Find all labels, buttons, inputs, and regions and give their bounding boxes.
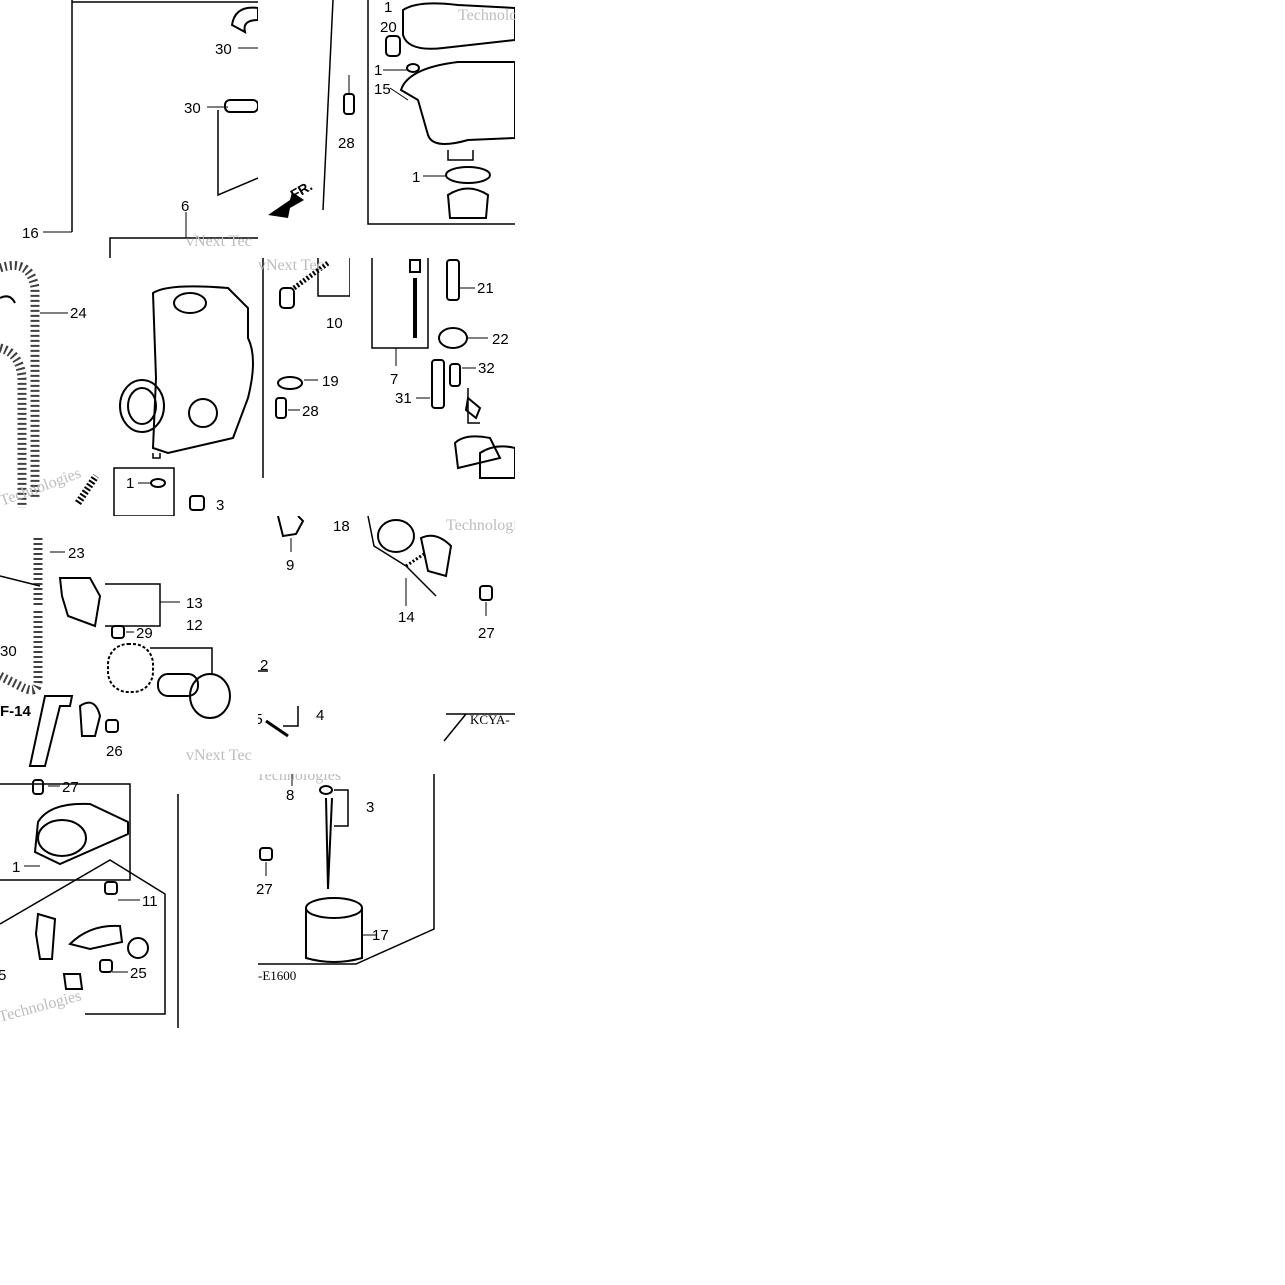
label-8: 8 bbox=[286, 787, 294, 804]
throttle-drawing: 23 13 29 12 30 F-14 26 vNext Tec bbox=[0, 538, 252, 767]
top-cap-drawing: 27 1 1 11 5 25 Technologies bbox=[0, 779, 179, 1028]
label-3: 3 bbox=[366, 799, 374, 816]
label-25: 25 bbox=[258, 711, 263, 728]
float-bowl-tile: FR. 1 20 1 15 28 1 Technologies bbox=[258, 0, 515, 258]
label-6: 6 bbox=[181, 198, 189, 215]
throttle-shaft-drawing: 5 9 18 2 4 25 bbox=[258, 516, 350, 738]
label-30a: 30 bbox=[215, 41, 232, 58]
carb-top-cover-drawing: 30 30 6 16 vNext Tec bbox=[22, 0, 258, 258]
diagram-code: -E1600 bbox=[258, 968, 296, 983]
diagram-code: KCYA- bbox=[470, 712, 510, 727]
label-25: 25 bbox=[130, 965, 147, 982]
hose-tile: 24 Technologies bbox=[0, 258, 108, 516]
label-1a: 1 bbox=[384, 0, 392, 16]
label-31: 31 bbox=[395, 390, 412, 407]
throttle-tile: 23 13 29 12 30 F-14 26 vNext Tec bbox=[0, 516, 258, 774]
jet-needle-tile: 21 22 7 32 31 bbox=[350, 258, 515, 516]
label-28: 28 bbox=[302, 403, 319, 420]
label-2: 2 bbox=[260, 657, 268, 674]
needle-slide-drawing: 8 3 27 17 -E1600 Technologies bbox=[256, 774, 435, 983]
label-14: 14 bbox=[398, 609, 415, 626]
label-29: 29 bbox=[136, 625, 153, 642]
label-12: 12 bbox=[186, 617, 203, 634]
watermark-text: Technologies bbox=[446, 517, 515, 534]
label-27: 27 bbox=[478, 625, 495, 642]
label-32: 32 bbox=[478, 360, 495, 377]
top-cap-tile: 27 1 1 11 5 25 Technologies bbox=[0, 774, 180, 1028]
label-5: 5 bbox=[0, 967, 6, 984]
label-16: 16 bbox=[22, 225, 39, 242]
carb-body-tile: 10 19 28 1 3 vNext Tec bbox=[108, 258, 350, 516]
label-1: 1 bbox=[126, 475, 134, 492]
label-30b: 30 bbox=[184, 100, 201, 117]
label-18: 18 bbox=[333, 518, 350, 535]
label-3: 3 bbox=[216, 497, 224, 514]
label-9: 9 bbox=[286, 557, 294, 574]
watermark-text: Technologies bbox=[458, 7, 515, 24]
label-13: 13 bbox=[186, 595, 203, 612]
watermark-text: vNext Tec bbox=[258, 258, 324, 274]
throttle-shaft-tile: 5 9 18 2 4 25 bbox=[258, 516, 366, 774]
watermark-text: Technologies bbox=[0, 465, 83, 510]
accel-pump-drawing: 14 27 KCYA- Technologies bbox=[367, 516, 515, 742]
watermark-text: Technologies bbox=[0, 987, 83, 1025]
watermark-text: vNext Tec bbox=[186, 747, 252, 764]
reference-tag: F-14 bbox=[0, 703, 32, 720]
label-26: 26 bbox=[106, 743, 123, 760]
float-bowl-drawing: FR. 1 20 1 15 28 1 Technologies bbox=[268, 0, 515, 225]
label-15: 15 bbox=[374, 81, 391, 98]
label-28: 28 bbox=[338, 135, 355, 152]
label-27: 27 bbox=[62, 779, 79, 796]
label-11: 11 bbox=[142, 893, 158, 910]
hose-drawing: 24 Technologies bbox=[0, 261, 99, 510]
label-19: 19 bbox=[322, 373, 339, 390]
label-1b: 1 bbox=[12, 859, 20, 876]
watermark-text: vNext Tec bbox=[186, 233, 252, 250]
label-1b: 1 bbox=[374, 62, 382, 79]
label-21: 21 bbox=[477, 280, 494, 297]
label-1c: 1 bbox=[412, 169, 420, 186]
carb-body-drawing: 10 19 28 1 3 vNext Tec bbox=[113, 258, 350, 516]
label-17: 17 bbox=[372, 927, 389, 944]
label-20: 20 bbox=[380, 19, 397, 36]
label-10: 10 bbox=[326, 315, 343, 332]
label-4: 4 bbox=[316, 707, 324, 724]
jet-needle-drawing: 21 22 7 32 31 bbox=[371, 258, 515, 479]
label-23: 23 bbox=[68, 545, 85, 562]
label-22: 22 bbox=[492, 331, 509, 348]
label-30: 30 bbox=[0, 643, 17, 660]
accel-pump-tile: 14 27 KCYA- Technologies bbox=[366, 516, 515, 774]
watermark-text: Technologies bbox=[256, 774, 341, 784]
carb-top-cover-tile: 30 30 6 16 vNext Tec bbox=[0, 0, 258, 258]
label-27: 27 bbox=[256, 881, 273, 898]
label-24: 24 bbox=[70, 305, 87, 322]
needle-slide-tile: 8 3 27 17 -E1600 Technologies bbox=[256, 774, 436, 984]
label-7: 7 bbox=[390, 371, 398, 388]
